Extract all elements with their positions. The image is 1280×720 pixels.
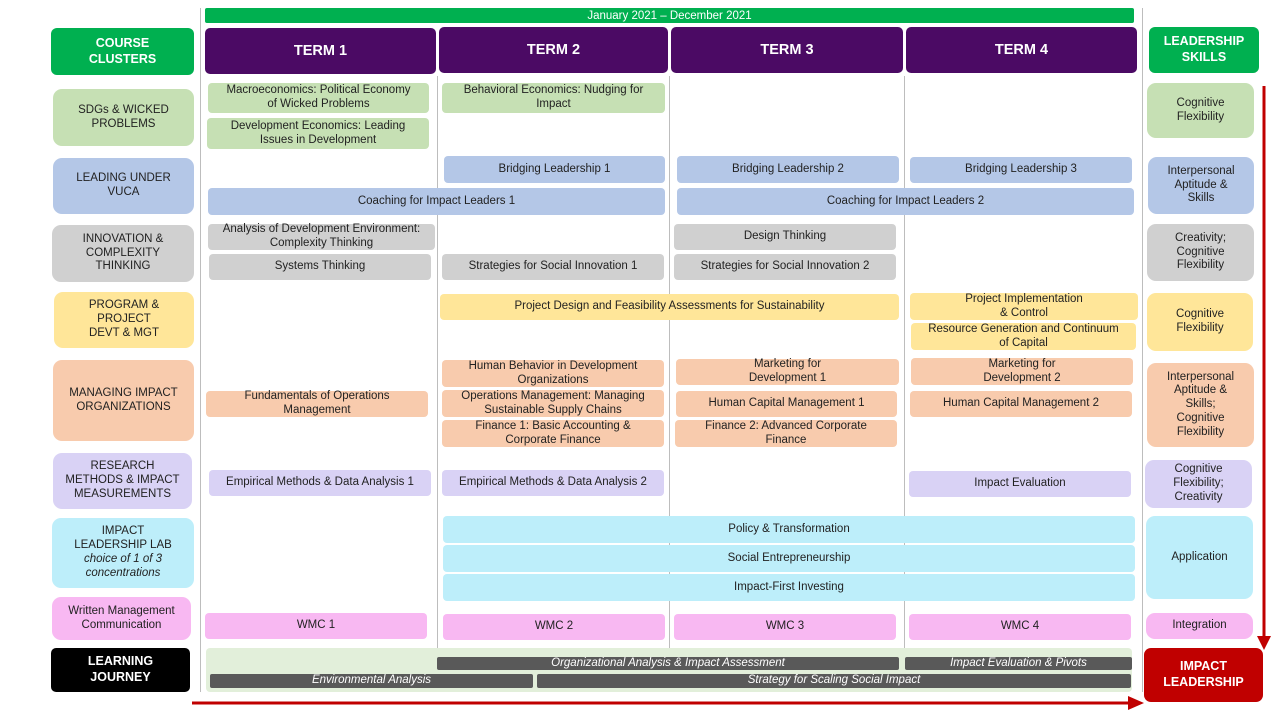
course-policy-transformation: Policy & Transformation (443, 516, 1135, 543)
learning-journey-label: LEARNING JOURNEY (51, 648, 190, 692)
course-human-capital-1: Human Capital Management 1 (676, 391, 897, 417)
course-wmc-4: WMC 4 (909, 614, 1131, 640)
cluster-sdgs: SDGs & WICKED PROBLEMS (53, 89, 194, 146)
course-human-capital-2: Human Capital Management 2 (910, 391, 1132, 417)
skill-managing: Interpersonal Aptitude & Skills; Cogniti… (1147, 363, 1254, 447)
course-design-thinking: Design Thinking (674, 224, 896, 250)
course-finance-2: Finance 2: Advanced Corporate Finance (675, 420, 897, 447)
course-operations-management: Operations Management: Managing Sustaina… (442, 390, 664, 417)
skill-vuca: Interpersonal Aptitude & Skills (1148, 157, 1254, 214)
cluster-wmc: Written Management Communication (52, 597, 191, 640)
course-empirical-methods-2: Empirical Methods & Data Analysis 2 (442, 470, 664, 496)
leadership-skills-header: LEADERSHIP SKILLS (1149, 27, 1259, 73)
course-fundamentals-operations: Fundamentals of Operations Management (206, 390, 428, 417)
course-coaching-1: Coaching for Impact Leaders 1 (208, 188, 665, 215)
course-behavioral-economics: Behavioral Economics: Nudging for Impact (442, 83, 665, 113)
course-social-entrepreneurship: Social Entrepreneurship (443, 545, 1135, 572)
term-4-header: TERM 4 (906, 27, 1137, 73)
skill-lab: Application (1146, 516, 1253, 599)
course-social-innovation-2: Strategies for Social Innovation 2 (674, 254, 896, 280)
term-3-header: TERM 3 (671, 27, 903, 73)
journey-organizational-analysis: Organizational Analysis & Impact Assessm… (437, 657, 899, 670)
skill-wmc: Integration (1146, 613, 1253, 639)
horizontal-arrow-head (1128, 696, 1144, 710)
course-wmc-1: WMC 1 (205, 613, 427, 639)
timeline-bar: January 2021 – December 2021 (205, 8, 1134, 23)
divider-left (200, 8, 201, 692)
course-clusters-header: COURSE CLUSTERS (51, 28, 194, 75)
cluster-research: RESEARCH METHODS & IMPACT MEASUREMENTS (53, 453, 192, 509)
cluster-lab: IMPACT LEADERSHIP LAB choice of 1 of 3 c… (52, 518, 194, 588)
skill-program: Cognitive Flexibility (1147, 293, 1253, 351)
course-marketing-1: Marketing for Development 1 (676, 358, 899, 385)
course-macroeconomics: Macroeconomics: Political Economy of Wic… (208, 83, 429, 113)
course-wmc-2: WMC 2 (443, 614, 665, 640)
cluster-vuca: LEADING UNDER VUCA (53, 158, 194, 214)
cluster-managing: MANAGING IMPACT ORGANIZATIONS (53, 360, 194, 441)
course-project-implementation: Project Implementation & Control (910, 293, 1138, 320)
skill-research: Cognitive Flexibility; Creativity (1145, 460, 1252, 508)
timeline-label: January 2021 – December 2021 (587, 9, 752, 22)
course-systems-thinking: Systems Thinking (209, 254, 431, 280)
course-bridging-leadership-1: Bridging Leadership 1 (444, 156, 665, 183)
term-2-header: TERM 2 (439, 27, 668, 73)
course-analysis-development: Analysis of Development Environment: Com… (208, 223, 435, 250)
journey-impact-pivots: Impact Evaluation & Pivots (905, 657, 1132, 670)
journey-environmental-analysis: Environmental Analysis (210, 674, 533, 688)
course-human-behavior: Human Behavior in Development Organizati… (442, 360, 664, 387)
cluster-program: PROGRAM & PROJECT DEVT & MGT (54, 292, 194, 348)
course-wmc-3: WMC 3 (674, 614, 896, 640)
course-impact-investing: Impact-First Investing (443, 574, 1135, 601)
divider-term-3-4 (904, 76, 905, 692)
course-development-economics: Development Economics: Leading Issues in… (207, 118, 429, 149)
course-project-design: Project Design and Feasibility Assessmen… (440, 294, 899, 320)
impact-leadership-box: IMPACT LEADERSHIP (1144, 648, 1263, 702)
course-marketing-2: Marketing for Development 2 (911, 358, 1133, 385)
course-bridging-leadership-2: Bridging Leadership 2 (677, 156, 899, 183)
divider-term-2-3 (669, 76, 670, 692)
term-1-header: TERM 1 (205, 28, 436, 74)
lab-note: choice of 1 of 3 concentrations (84, 553, 162, 579)
divider-right (1142, 8, 1143, 692)
course-social-innovation-1: Strategies for Social Innovation 1 (442, 254, 664, 280)
course-coaching-2: Coaching for Impact Leaders 2 (677, 188, 1134, 215)
skill-sdgs: Cognitive Flexibility (1147, 83, 1254, 138)
cluster-innovation: INNOVATION & COMPLEXITY THINKING (52, 225, 194, 282)
journey-scaling-impact: Strategy for Scaling Social Impact (537, 674, 1131, 688)
course-empirical-methods-1: Empirical Methods & Data Analysis 1 (209, 470, 431, 496)
course-bridging-leadership-3: Bridging Leadership 3 (910, 157, 1132, 183)
course-finance-1: Finance 1: Basic Accounting & Corporate … (442, 420, 664, 447)
course-resource-generation: Resource Generation and Continuum of Cap… (911, 323, 1136, 350)
course-impact-evaluation: Impact Evaluation (909, 471, 1131, 497)
divider-term-1-2 (437, 76, 438, 692)
skill-innovation: Creativity; Cognitive Flexibility (1147, 224, 1254, 281)
